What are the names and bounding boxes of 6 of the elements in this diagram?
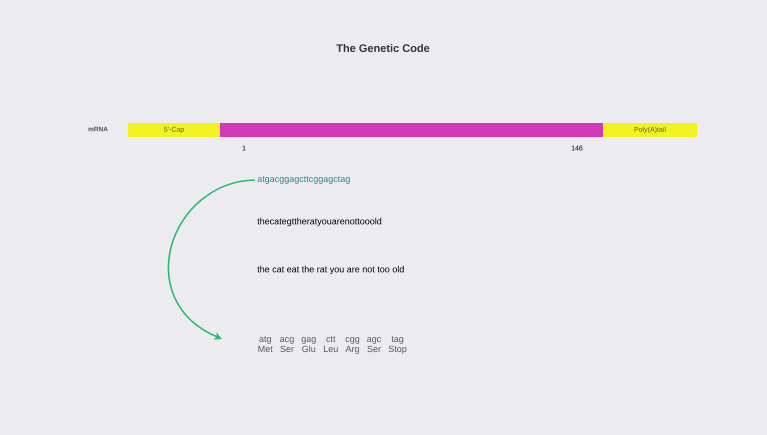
sentence: the cat eat the rat you are not too old xyxy=(257,266,404,274)
sequence-text: atgacggagcttcggagctag xyxy=(258,176,350,184)
word-sequence: thecategttheratyouarenottooold xyxy=(257,218,382,226)
title: The Genetic Code xyxy=(336,44,430,52)
codon-table: atg acg gag ctt cgg agc tag Met Ser Glu Leu Arg Ser Stop xyxy=(258,336,406,354)
coding-segment xyxy=(220,123,603,137)
